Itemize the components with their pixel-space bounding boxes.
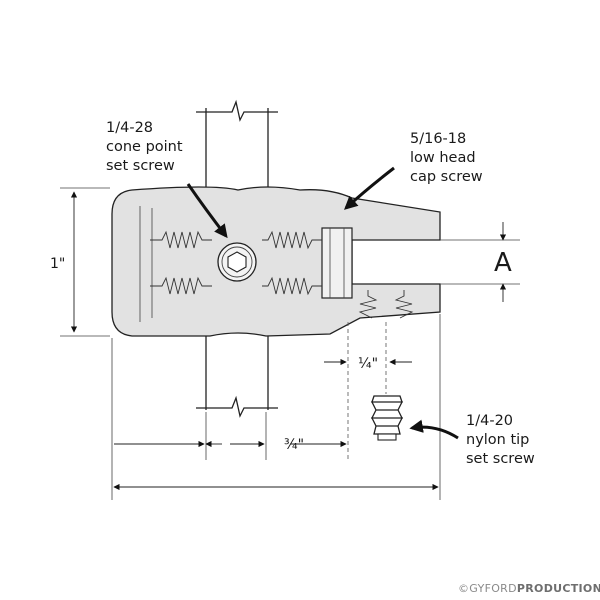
post-section [196, 99, 278, 418]
callout-nylon-screw: 1/4-20 nylon tip set screw [466, 413, 535, 467]
callout-cap-line-2: low head [410, 150, 476, 166]
cap-screw-head [321, 227, 353, 299]
nylon-tip-set-screw [370, 395, 404, 441]
dimension-height-label: 1" [50, 256, 65, 272]
cone-screw-arrow-icon [186, 183, 228, 239]
callout-arrows [186, 166, 459, 440]
callout-cap-line-1: 5/16-18 [410, 131, 466, 147]
callout-nylon-line-3: set screw [466, 451, 535, 467]
callout-nylon-line-1: 1/4-20 [466, 413, 513, 429]
vertical-threads [358, 290, 414, 319]
callout-cap-screw: 5/16-18 low head cap screw [410, 131, 483, 185]
dimension-gap-label: A [494, 248, 512, 278]
cap-screw-arrow-icon [344, 166, 395, 210]
dimension-three-quarter-label: ¾" [284, 437, 304, 453]
dimension-quarter-label: ¼" [358, 356, 378, 372]
nylon-screw-arrow-icon [409, 419, 459, 440]
callout-cap-line-3: cap screw [410, 169, 483, 185]
fitting-body [111, 186, 441, 337]
dimension-lines [70, 191, 507, 491]
break-mark-bottom [196, 395, 278, 418]
callout-nylon-line-2: nylon tip [466, 432, 529, 448]
callout-cone-screw: 1/4-28 cone point set screw [106, 120, 187, 174]
credit-text: ©GYFORDPRODUCTIONS [458, 582, 600, 595]
credit-name: PRODUCTIONS [517, 582, 600, 595]
callout-cone-line-1: 1/4-28 [106, 120, 153, 136]
witness-lines [60, 187, 520, 500]
horizontal-threads [150, 230, 322, 296]
credit-prefix: ©GYFORD [458, 582, 517, 595]
callout-cone-line-3: set screw [106, 158, 175, 174]
cone-point-set-screw [217, 242, 257, 282]
break-mark-top [196, 99, 278, 122]
callout-cone-line-2: cone point [106, 139, 183, 155]
hex-socket-icon [227, 251, 247, 273]
